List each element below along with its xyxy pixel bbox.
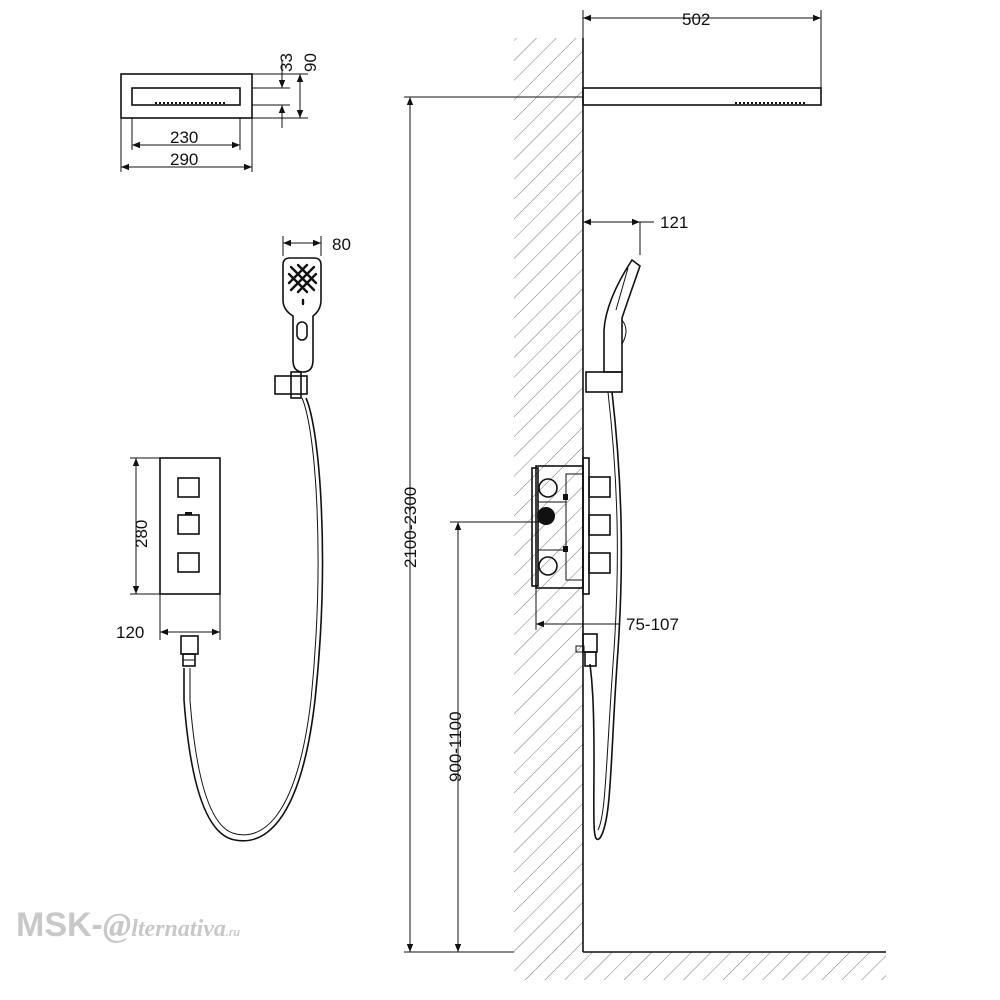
dim-head-outer-height: 90 <box>301 53 320 72</box>
wall-section <box>514 38 886 980</box>
dim-valve-depth: 75-107 <box>626 615 679 634</box>
thermostat-panel-front <box>130 457 221 667</box>
watermark-at-symbol: @ <box>102 907 132 944</box>
watermark-logo: MSK-@lternativa.ru <box>16 906 240 945</box>
dim-valve-height: 900-1100 <box>446 711 465 782</box>
hand-shower-side-view <box>583 218 654 841</box>
dim-handshower-width: 80 <box>332 235 351 254</box>
watermark-brand-suffix: lternativa <box>131 916 226 942</box>
watermark-domain: .ru <box>225 927 240 939</box>
dim-head-outer-width: 290 <box>170 150 198 169</box>
dim-install-height: 2100-2300 <box>401 487 420 568</box>
height-dimensions <box>404 96 583 953</box>
dim-arm-length: 502 <box>682 10 710 29</box>
shower-head-top-view <box>120 60 308 172</box>
valve-body-side-view <box>531 457 620 667</box>
dim-head-inner-width: 230 <box>170 128 198 147</box>
hand-shower-front-view <box>183 236 324 842</box>
dim-outlet-width: 120 <box>116 623 144 642</box>
dim-head-inner-height: 33 <box>277 53 296 72</box>
watermark-brand-prefix: MSK- <box>16 906 103 944</box>
dim-handshower-projection: 121 <box>660 213 688 232</box>
dim-panel-height: 280 <box>132 520 151 548</box>
